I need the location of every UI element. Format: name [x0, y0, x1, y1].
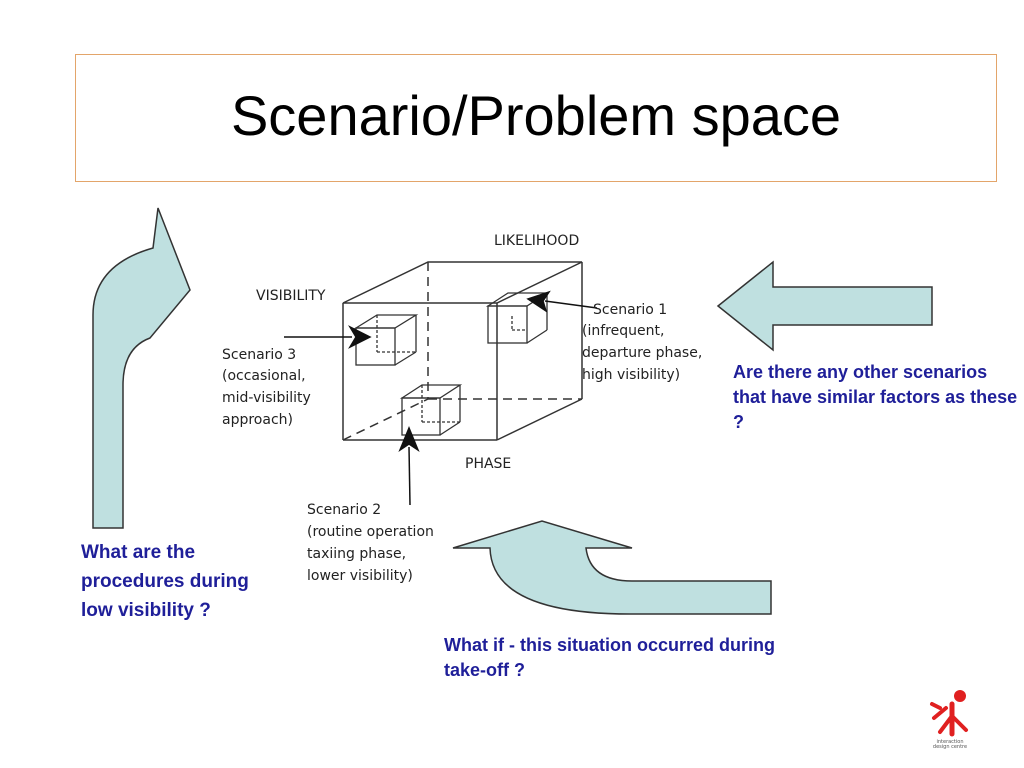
arrowhead-scenario-3 [348, 325, 372, 349]
scenario-1-label: Scenario 1 (infrequent, departure phase,… [582, 302, 702, 383]
logo-text: interaction design centre [926, 740, 974, 750]
question-low-visibility: What are the procedures during low visib… [81, 542, 249, 621]
scenario-2-line: (routine operation [307, 524, 434, 540]
interaction-design-centre-logo: interaction design centre [926, 688, 974, 752]
curved-turn-arrow [452, 520, 772, 615]
question-take-off: What if - this situation occurred during… [444, 635, 775, 680]
pointer-arrows [284, 290, 598, 506]
slide-title: Scenario/Problem space [230, 83, 842, 147]
scenario-3-line: approach) [222, 412, 293, 428]
scenario-3-line: (occasional, [222, 368, 306, 384]
question-other-scenarios: Are there any other scenarios that have … [733, 362, 1018, 432]
logo-mark-icon [930, 690, 968, 737]
arrowhead-scenario-2 [398, 426, 420, 452]
scenario-2-line: taxiing phase, [307, 546, 406, 562]
scenario-3-label: Scenario 3 (occasional, mid-visibility a… [222, 347, 311, 428]
scenario-3-line: mid-visibility [222, 390, 311, 406]
curved-up-arrow [92, 207, 191, 529]
scenario-1-line: Scenario 1 [593, 302, 667, 318]
scenario-2-line: lower visibility) [307, 568, 413, 584]
title-box: Scenario/Problem space [75, 54, 997, 182]
scenario-2-label: Scenario 2 (routine operation taxiing ph… [307, 502, 434, 584]
scenario-1-line: high visibility) [582, 367, 680, 383]
scenario-2-line: Scenario 2 [307, 502, 381, 518]
axis-label-phase: PHASE [465, 456, 511, 472]
small-cube-scenario-3 [353, 314, 419, 366]
scenario-3-line: Scenario 3 [222, 347, 296, 363]
arrowhead-scenario-1 [526, 290, 551, 313]
left-pointing-arrow [716, 260, 933, 352]
axis-label-likelihood: LIKELIHOOD [494, 233, 579, 249]
scenario-1-line: (infrequent, [582, 323, 664, 339]
small-cube-scenario-2 [399, 384, 463, 436]
logo-text-line: design centre [932, 744, 968, 750]
main-cube [342, 261, 583, 441]
logo-text-line: interaction [936, 739, 964, 745]
scenario-1-line: departure phase, [582, 345, 702, 361]
axis-label-visibility: VISIBILITY [256, 288, 326, 304]
